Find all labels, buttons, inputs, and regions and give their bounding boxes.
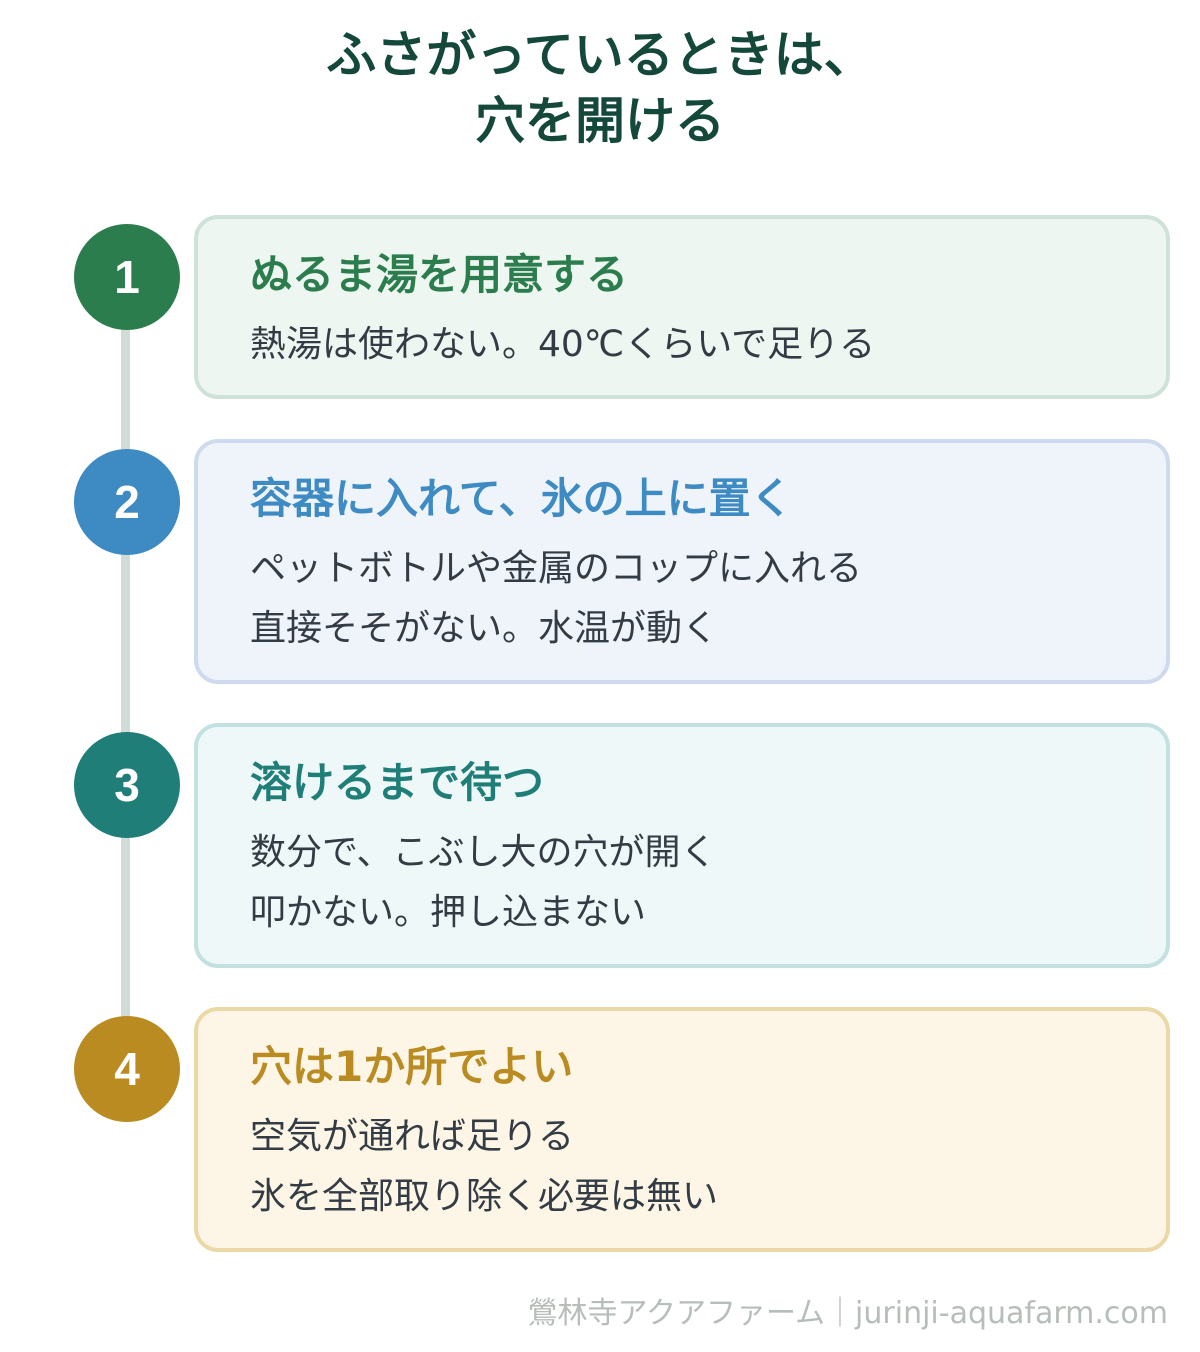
step-1-line-1: 熱湯は使わない。40℃くらいで足りる (250, 324, 876, 365)
credit-footer: 鶯林寺アクアファーム｜jurinji-aquafarm.com (527, 1296, 1168, 1331)
step-1-card: ぬるま湯を用意する 熱湯は使わない。40℃くらいで足りる (194, 215, 1170, 399)
page-title-line-1: ふさがっているときは、 (326, 26, 874, 84)
step-3-number-badge: 3 (74, 732, 180, 838)
step-2-number-badge: 2 (74, 449, 180, 555)
page-title-line-2: 穴を開ける (475, 92, 725, 150)
step-4-number-badge: 4 (74, 1016, 180, 1122)
step-3-card: 溶けるまで待つ 数分で、こぶし大の穴が開く 叩かない。押し込まない (194, 723, 1170, 968)
step-3-line-2: 叩かない。押し込まない (250, 892, 647, 933)
timeline-connector (121, 280, 130, 1070)
step-2-line-1: ペットボトルや金属のコップに入れる (250, 548, 863, 589)
step-4-card: 穴は1か所でよい 空気が通れば足りる 氷を全部取り除く必要は無い (194, 1007, 1170, 1252)
step-2-card: 容器に入れて、氷の上に置く ペットボトルや金属のコップに入れる 直接そそがない。… (194, 439, 1170, 684)
step-2-title: 容器に入れて、氷の上に置く (250, 474, 793, 523)
page-title: ふさがっているときは、 穴を開ける (0, 22, 1200, 154)
step-4-line-1: 空気が通れば足りる (250, 1116, 575, 1157)
step-4-title: 穴は1か所でよい (250, 1042, 574, 1091)
step-4-line-2: 氷を全部取り除く必要は無い (250, 1176, 719, 1217)
step-1-title: ぬるま湯を用意する (250, 250, 629, 299)
step-1-number-badge: 1 (74, 224, 180, 330)
step-3-title: 溶けるまで待つ (250, 758, 545, 807)
step-3-line-1: 数分で、こぶし大の穴が開く (250, 832, 717, 873)
step-2-line-2: 直接そそがない。水温が動く (250, 608, 719, 649)
